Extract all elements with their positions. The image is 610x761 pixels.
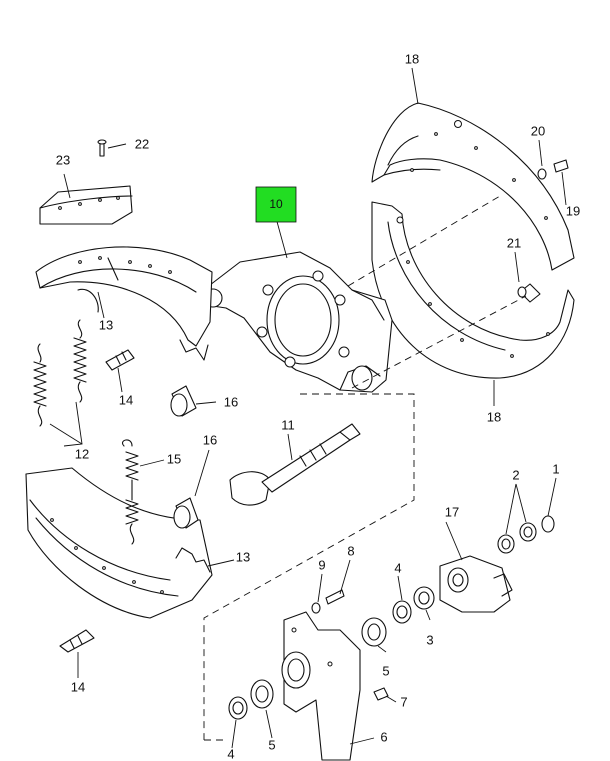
dust-shield-part-18[interactable] bbox=[371, 102, 575, 379]
washer-part-2[interactable] bbox=[497, 522, 537, 554]
callout-8[interactable]: 8 bbox=[347, 543, 354, 558]
leader-lines bbox=[49, 67, 567, 749]
callout-3[interactable]: 3 bbox=[426, 632, 433, 647]
seal-part-4-lower[interactable] bbox=[228, 696, 248, 720]
callout-2[interactable]: 2 bbox=[512, 467, 519, 482]
callout-14-upper[interactable]: 14 bbox=[119, 392, 133, 407]
brake-spider-part-10[interactable] bbox=[203, 251, 393, 393]
callout-15[interactable]: 15 bbox=[167, 451, 181, 466]
grease-fitting-part-7[interactable] bbox=[373, 687, 389, 701]
snap-ring-part-1[interactable] bbox=[541, 515, 555, 533]
callout-16-upper[interactable]: 16 bbox=[224, 394, 238, 409]
callout-18-bottom[interactable]: 18 bbox=[487, 409, 501, 424]
camshaft-part-11[interactable] bbox=[229, 423, 361, 506]
bushing-part-5-lower[interactable] bbox=[250, 679, 274, 709]
callout-13-upper[interactable]: 13 bbox=[99, 317, 113, 332]
washer-part-20[interactable] bbox=[537, 168, 547, 180]
slack-adjuster-part-17[interactable] bbox=[439, 555, 513, 613]
callout-labels: 18 20 19 21 18 22 23 13 14 16 12 15 16 1… bbox=[56, 51, 580, 761]
callout-19[interactable]: 19 bbox=[566, 203, 580, 218]
callout-20[interactable]: 20 bbox=[531, 123, 545, 138]
washer-part-9[interactable] bbox=[311, 602, 321, 614]
brake-shoe-lower-part-13[interactable] bbox=[25, 467, 213, 619]
center-lines bbox=[203, 195, 527, 741]
callout-5-lower[interactable]: 5 bbox=[268, 737, 275, 752]
callout-21[interactable]: 21 bbox=[507, 235, 521, 250]
brake-shoe-upper-part-13[interactable] bbox=[35, 246, 213, 361]
callout-6[interactable]: 6 bbox=[380, 729, 387, 744]
return-spring-part-15[interactable] bbox=[122, 439, 139, 545]
callout-11[interactable]: 11 bbox=[281, 417, 295, 432]
anchor-pin-part-16-upper[interactable] bbox=[170, 385, 197, 417]
anchor-pin-part-16-lower[interactable] bbox=[173, 497, 199, 529]
callout-5-upper[interactable]: 5 bbox=[382, 663, 389, 678]
callout-4-upper[interactable]: 4 bbox=[394, 560, 401, 575]
bushing-part-5-upper[interactable] bbox=[361, 617, 387, 647]
roller-part-14-upper[interactable] bbox=[105, 349, 135, 371]
callout-23[interactable]: 23 bbox=[56, 152, 70, 167]
return-spring-part-12-right[interactable] bbox=[73, 319, 87, 403]
seal-part-4-upper[interactable] bbox=[392, 600, 412, 624]
bolt-part-19[interactable] bbox=[553, 159, 569, 173]
bolt-part-8[interactable] bbox=[325, 589, 345, 605]
roller-part-14-lower[interactable] bbox=[59, 629, 95, 653]
callout-4-lower[interactable]: 4 bbox=[227, 746, 234, 761]
callout-18-top[interactable]: 18 bbox=[405, 51, 419, 66]
callout-9[interactable]: 9 bbox=[318, 557, 325, 572]
callout-17[interactable]: 17 bbox=[445, 504, 459, 519]
return-spring-part-12-left[interactable] bbox=[33, 343, 47, 427]
clip-part-21[interactable] bbox=[517, 283, 541, 303]
callout-13-lower[interactable]: 13 bbox=[236, 549, 250, 564]
callout-14-lower[interactable]: 14 bbox=[71, 679, 85, 694]
callout-1[interactable]: 1 bbox=[552, 461, 559, 476]
callout-16-lower[interactable]: 16 bbox=[203, 432, 217, 447]
callout-10: 10 bbox=[269, 197, 283, 211]
callout-12[interactable]: 12 bbox=[75, 446, 89, 461]
brake-lining-part-23[interactable] bbox=[39, 185, 133, 225]
lining-rivet-part-22[interactable] bbox=[97, 139, 107, 157]
washer-part-3[interactable] bbox=[413, 586, 435, 610]
callout-7[interactable]: 7 bbox=[400, 694, 407, 709]
camshaft-bracket-part-6[interactable] bbox=[281, 611, 361, 761]
callout-highlight-10[interactable]: 10 bbox=[255, 186, 297, 223]
callout-22[interactable]: 22 bbox=[135, 136, 149, 151]
